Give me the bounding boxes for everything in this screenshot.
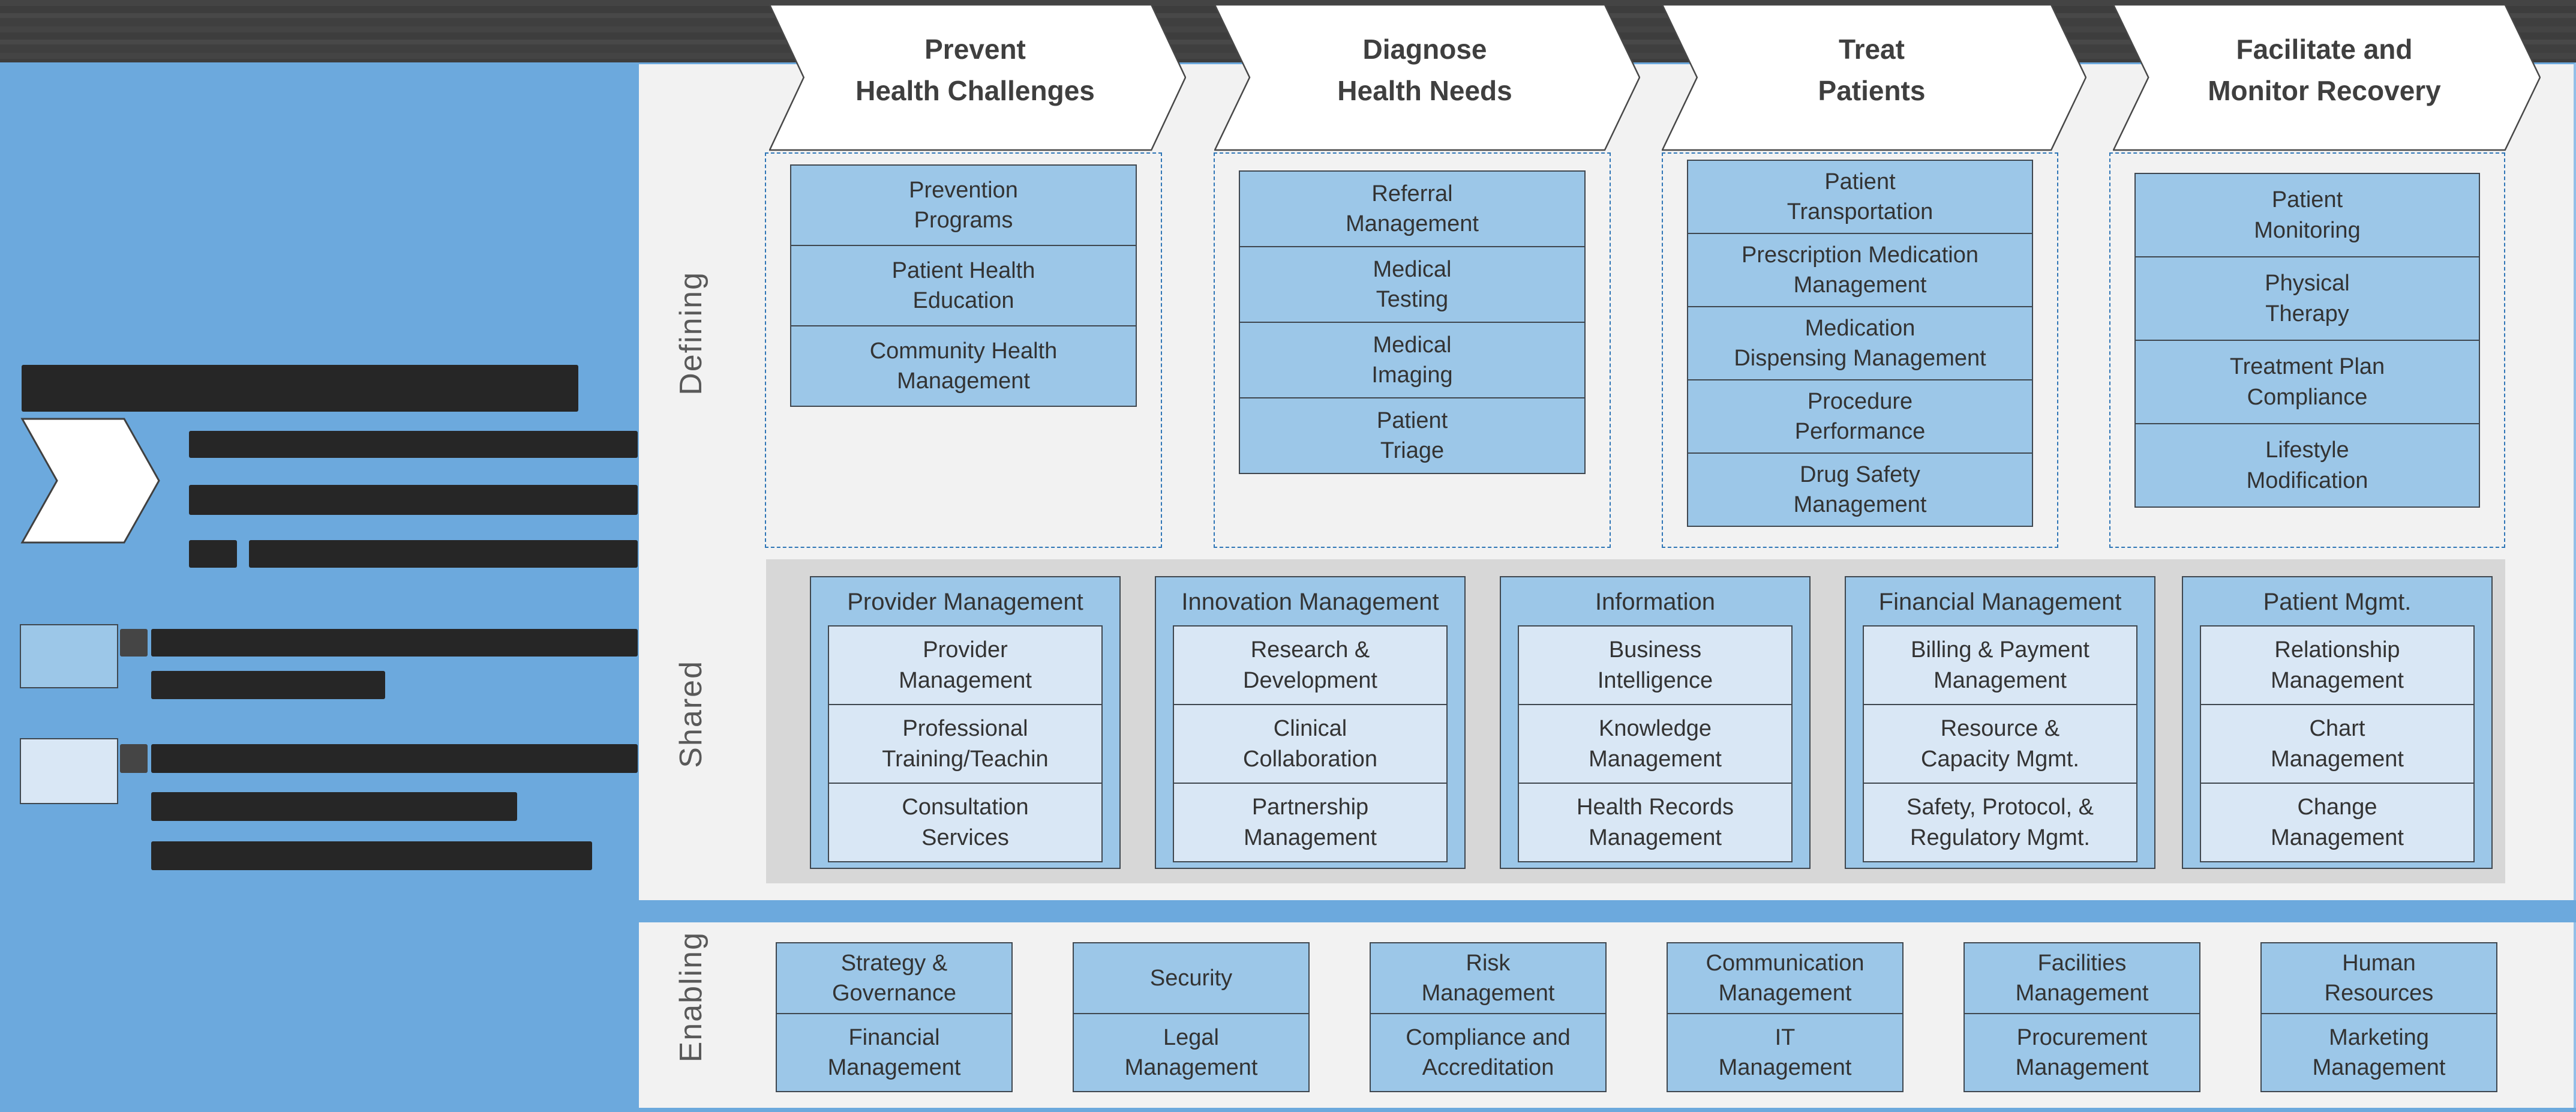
defining-column-prevent: Prevention Programs Patient Health Educa… — [765, 152, 1162, 548]
defining-column-treat: Patient Transportation Prescription Medi… — [1662, 152, 2058, 548]
capability-box: Change Management — [2200, 783, 2475, 862]
capability-box: Community Health Management — [790, 325, 1137, 407]
capability-box: Marketing Management — [2260, 1013, 2497, 1092]
phase-label: Diagnose Health Needs — [1337, 34, 1512, 106]
capability-box: Referral Management — [1239, 170, 1586, 247]
enabling-stack-strategy: Strategy & Governance Financial Manageme… — [776, 942, 1013, 1092]
legend-swatch-capability — [20, 624, 118, 688]
chevron-shape — [1214, 4, 1640, 151]
group-title: Financial Management — [1878, 588, 2122, 615]
shared-group-financial-management: Financial Management Billing & Payment M… — [1845, 576, 2155, 869]
capability-box: Professional Training/Teachin — [828, 704, 1103, 784]
capability-box: Legal Management — [1073, 1013, 1310, 1092]
shared-group-patient-management: Patient Mgmt. Relationship Management Ch… — [2182, 576, 2493, 869]
capability-box: Business Intelligence — [1518, 625, 1793, 705]
blue-divider-strip — [639, 900, 2576, 922]
capability-box: Patient Transportation — [1687, 160, 2033, 234]
blue-bottom-strip — [639, 1108, 2576, 1112]
capability-box: Lifestyle Modification — [2134, 423, 2480, 508]
capability-box: Research & Development — [1173, 625, 1448, 705]
redacted-text-bar — [151, 792, 517, 821]
chevron-shape — [2113, 4, 2541, 151]
band-label-shared: Shared — [674, 660, 708, 768]
redacted-heading-bar — [22, 365, 578, 412]
enabling-stack-facilities: Facilities Management Procurement Manage… — [1963, 942, 2200, 1092]
capability-box: Safety, Protocol, & Regulatory Mgmt. — [1863, 783, 2137, 862]
shared-group-information: Information Business Intelligence Knowle… — [1500, 576, 1811, 869]
phase-chevron-recovery: Facilitate and Monitor Recovery — [2113, 4, 2541, 151]
capability-box: Patient Monitoring — [2134, 173, 2480, 257]
capability-box: Partnership Management — [1173, 783, 1448, 862]
phase-chevron-prevent: Prevent Health Challenges — [769, 4, 1186, 151]
capability-box: Treatment Plan Compliance — [2134, 340, 2480, 424]
redacted-text-bar — [151, 629, 638, 657]
capability-box: Financial Management — [776, 1013, 1013, 1092]
capability-box: Resource & Capacity Mgmt. — [1863, 704, 2137, 784]
capability-box: Relationship Management — [2200, 625, 2475, 705]
defining-column-diagnose: Referral Management Medical Testing Medi… — [1214, 152, 1611, 548]
capability-box: Medical Imaging — [1239, 322, 1586, 398]
redacted-text-bar — [189, 431, 638, 458]
phase-label: Facilitate and Monitor Recovery — [2208, 34, 2441, 106]
capability-box: Risk Management — [1370, 942, 1607, 1014]
redacted-text-bar — [189, 485, 638, 515]
defining-column-recovery: Patient Monitoring Physical Therapy Trea… — [2109, 152, 2505, 548]
shared-group-provider-management: Provider Management Provider Management … — [810, 576, 1121, 869]
capability-box: Patient Triage — [1239, 397, 1586, 474]
band-label-defining: Defining — [674, 271, 708, 395]
capability-box: Billing & Payment Management — [1863, 625, 2137, 705]
enabling-stack-human-resources: Human Resources Marketing Management — [2260, 942, 2497, 1092]
redacted-text-bar — [151, 671, 385, 699]
capability-box: Physical Therapy — [2134, 256, 2480, 341]
sidebar — [0, 62, 639, 1112]
capability-box: Security — [1073, 942, 1310, 1014]
redacted-text-bar — [249, 540, 638, 568]
capability-box: Consultation Services — [828, 783, 1103, 862]
capability-box: Patient Health Education — [790, 245, 1137, 326]
capability-box: Strategy & Governance — [776, 942, 1013, 1014]
legend-swatch-inner-capability — [20, 738, 118, 804]
capability-box: Facilities Management — [1963, 942, 2200, 1014]
capability-box: Drug Safety Management — [1687, 452, 2033, 527]
capability-box: Procurement Management — [1963, 1013, 2200, 1092]
legend-chevron-icon — [20, 417, 161, 544]
capability-box: Medication Dispensing Management — [1687, 306, 2033, 380]
phase-chevron-diagnose: Diagnose Health Needs — [1214, 4, 1640, 151]
capability-box: IT Management — [1667, 1013, 1904, 1092]
redacted-text-bar — [120, 744, 148, 773]
enabling-stack-security: Security Legal Management — [1073, 942, 1310, 1092]
phase-label: Treat Patients — [1818, 34, 1926, 106]
capability-box: Medical Testing — [1239, 246, 1586, 323]
group-title: Innovation Management — [1181, 588, 1439, 615]
enabling-stack-risk: Risk Management Compliance and Accredita… — [1370, 942, 1607, 1092]
shared-group-innovation-management: Innovation Management Research & Develop… — [1155, 576, 1466, 869]
capability-box: Clinical Collaboration — [1173, 704, 1448, 784]
redacted-text-bar — [151, 841, 592, 870]
chevron-shape — [769, 4, 1186, 151]
chevron-shape — [1662, 4, 2086, 151]
redacted-text-bar — [151, 744, 638, 773]
capability-box: Human Resources — [2260, 942, 2497, 1014]
capability-box: Knowledge Management — [1518, 704, 1793, 784]
group-title: Provider Management — [847, 588, 1083, 615]
capability-box: Procedure Performance — [1687, 379, 2033, 454]
redacted-text-bar — [120, 629, 148, 657]
group-title: Information — [1595, 588, 1716, 615]
capability-box: Communication Management — [1667, 942, 1904, 1014]
capability-box: Prescription Medication Management — [1687, 233, 2033, 307]
capability-box: Provider Management — [828, 625, 1103, 705]
phase-chevron-treat: Treat Patients — [1662, 4, 2086, 151]
capability-box: Chart Management — [2200, 704, 2475, 784]
band-label-enabling: Enabling — [674, 931, 708, 1063]
capability-box: Compliance and Accreditation — [1370, 1013, 1607, 1092]
redacted-text-bar — [189, 540, 237, 568]
shared-band: Provider Management Provider Management … — [766, 559, 2505, 883]
enabling-stack-communication: Communication Management IT Management — [1667, 942, 1904, 1092]
phase-label: Prevent Health Challenges — [855, 34, 1095, 106]
group-title: Patient Mgmt. — [2263, 588, 2412, 615]
capability-box: Health Records Management — [1518, 783, 1793, 862]
capability-box: Prevention Programs — [790, 164, 1137, 246]
